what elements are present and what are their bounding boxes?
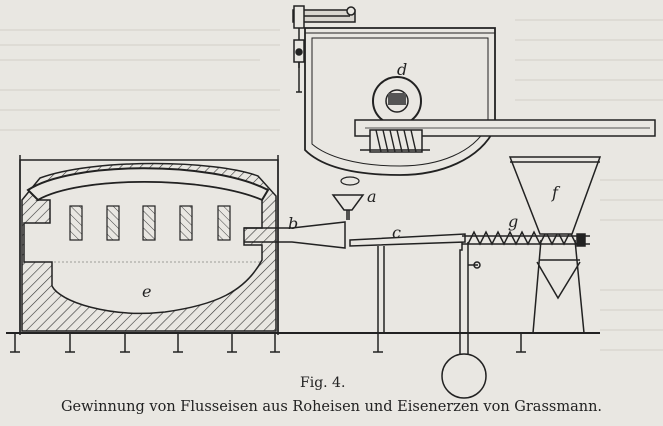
trough-c: [349, 233, 466, 333]
tuyere-pipe-b: [244, 221, 346, 249]
drain-pipe-ball: [441, 242, 487, 399]
label-c: c: [392, 223, 401, 242]
label-g: g: [508, 212, 519, 231]
funnel-a: [331, 194, 365, 220]
figure-number: Fig. 4.: [300, 375, 346, 391]
label-a: a: [367, 187, 377, 206]
furnace-e: [19, 155, 279, 335]
label-f: f: [552, 183, 558, 202]
tilting-crank: [292, 5, 356, 93]
label-e: e: [142, 282, 152, 301]
bleed-through-lines: [0, 19, 663, 351]
label-d: d: [397, 60, 408, 79]
label-b: b: [288, 214, 299, 233]
hopper-f: [508, 156, 602, 334]
vessel-d: [304, 27, 656, 186]
figure-caption: Gewinnung von Flusseisen aus Roheisen un…: [60, 399, 603, 415]
ground-posts: [10, 333, 526, 353]
